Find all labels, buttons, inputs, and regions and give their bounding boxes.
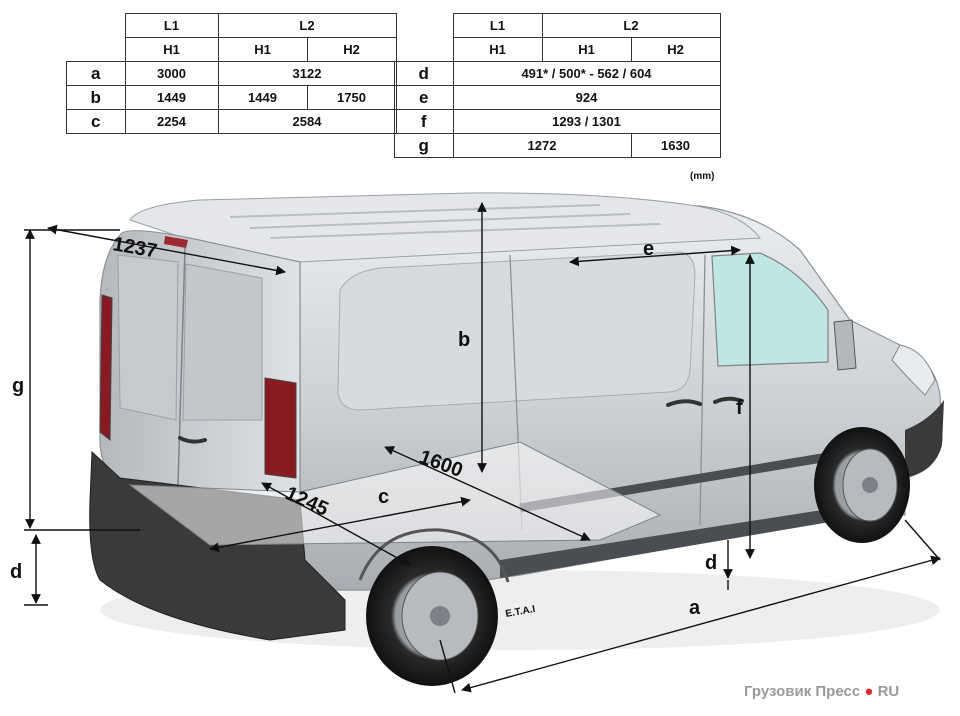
headlight: [891, 344, 936, 396]
cell-value: 1449: [217, 85, 308, 110]
dim-label-c: c: [378, 486, 389, 508]
sub-l2-h1: H1: [217, 37, 308, 62]
cell-value: 1293 / 1301: [452, 109, 721, 134]
cell-value: 1272: [452, 133, 632, 158]
table-row: d 491* / 500* - 562 / 604: [394, 61, 721, 86]
table-row: f 1293 / 1301: [394, 109, 721, 134]
front-door-window: [711, 252, 829, 367]
rear-door-handle: [178, 436, 207, 444]
sub-h1: H1: [452, 37, 543, 62]
dimension-lines: [24, 202, 941, 694]
header-l1: L1: [124, 13, 219, 38]
table-row: e 924: [394, 85, 721, 110]
header-l2: L2: [217, 13, 397, 38]
sub-l2-h1: H1: [541, 37, 632, 62]
rear-door-split: [177, 247, 186, 486]
front-bumper: [905, 400, 944, 478]
rear-door-panel-right: [182, 263, 263, 421]
table-row: a 3000 3122: [66, 61, 397, 86]
spec-table-right: L1 L2 H1 H1 H2 d 491* / 500* - 562 / 604…: [394, 13, 721, 158]
cell-value: 491* / 500* - 562 / 604: [452, 61, 721, 86]
watermark-suffix: RU: [877, 683, 900, 700]
dim-label-d-left: d: [10, 561, 22, 583]
dim-label-a: a: [689, 597, 701, 619]
table-row: b 1449 1449 1750: [66, 85, 397, 110]
front-wheel: [814, 427, 910, 543]
dim-label-b: b: [458, 329, 470, 351]
front-door-handle: [713, 396, 744, 404]
watermark-dot-icon: ●: [864, 683, 874, 700]
side-panel-recess: [337, 251, 696, 411]
cell-value: 2584: [217, 109, 397, 134]
unit-label: (mm): [690, 171, 715, 182]
van-roof: [129, 192, 761, 263]
row-label: c: [66, 109, 126, 134]
rear-wheel: [366, 546, 498, 686]
dim-label-d-right: d: [705, 552, 717, 574]
table-row: c 2254 2584: [66, 109, 397, 134]
side-mirror: [833, 319, 857, 371]
row-label: d: [394, 61, 454, 86]
spec-table-left: L1 L2 H1 H1 H2 a 3000 3122 b 1449 1449 1…: [66, 13, 397, 134]
tail-light-right: [264, 377, 297, 479]
cell-value: 3122: [217, 61, 397, 86]
cell-value: 924: [452, 85, 721, 110]
roof-ribs: [229, 204, 661, 239]
rear-door-panel-left: [117, 254, 179, 421]
cell-value: 3000: [124, 61, 219, 86]
row-label: e: [394, 85, 454, 110]
table-row: g 1272 1630: [394, 133, 721, 158]
side-door-handle: [666, 399, 702, 407]
maker-mark: E.T.A.I: [505, 604, 537, 620]
dim-label-f: f: [736, 397, 743, 419]
dim-label-g: g: [12, 375, 24, 397]
watermark-text: Грузовик Пресс: [744, 683, 861, 700]
cell-value: 1630: [630, 133, 721, 158]
dim-label-e: e: [643, 238, 654, 260]
tail-light-left: [99, 294, 113, 442]
watermark: Грузовик Пресс ● RU: [744, 683, 899, 700]
